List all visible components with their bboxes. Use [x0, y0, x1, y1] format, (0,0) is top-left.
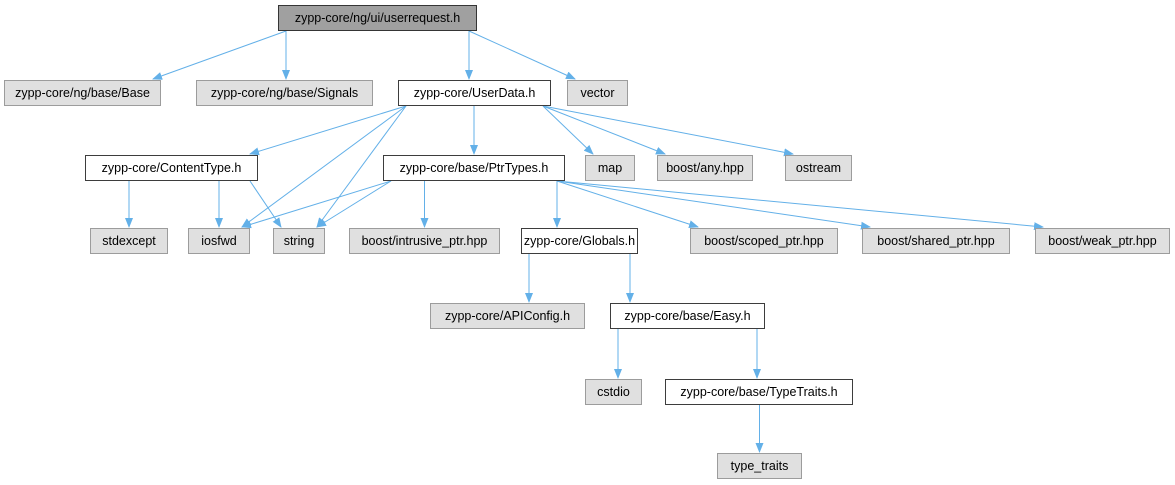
graph-node-ostream: ostream — [785, 155, 852, 181]
edge-userrequest-to-vector — [468, 30, 576, 80]
graph-node-apiconfig: zypp-core/APIConfig.h — [430, 303, 585, 329]
graph-node-boost-intrusive: boost/intrusive_ptr.hpp — [349, 228, 500, 254]
edge-ptrtypes-to-boost-weak — [556, 180, 1044, 231]
edge-contenttype-to-string — [249, 180, 282, 228]
edge-ptrtypes-to-iosfwd — [241, 180, 392, 229]
graph-node-string: string — [273, 228, 325, 254]
edge-userrequest-to-ng-base — [152, 30, 287, 80]
edge-ptrtypes-to-string — [316, 180, 392, 228]
edge-userdata-to-iosfwd — [241, 105, 407, 228]
graph-node-typetraits[interactable]: zypp-core/base/TypeTraits.h — [665, 379, 853, 405]
graph-node-cstdio: cstdio — [585, 379, 642, 405]
edge-userdata-to-boost-any — [542, 105, 666, 155]
graph-node-userdata[interactable]: zypp-core/UserData.h — [398, 80, 551, 106]
graph-node-globals[interactable]: zypp-core/Globals.h — [521, 228, 638, 254]
edge-userdata-to-contenttype — [249, 105, 407, 156]
graph-node-easy[interactable]: zypp-core/base/Easy.h — [610, 303, 765, 329]
graph-node-stdexcept: stdexcept — [90, 228, 168, 254]
graph-node-boost-weak: boost/weak_ptr.hpp — [1035, 228, 1170, 254]
graph-node-boost-shared: boost/shared_ptr.hpp — [862, 228, 1010, 254]
graph-node-ptrtypes[interactable]: zypp-core/base/PtrTypes.h — [383, 155, 565, 181]
graph-node-boost-any: boost/any.hpp — [657, 155, 753, 181]
graph-node-type-traits: type_traits — [717, 453, 802, 479]
graph-node-iosfwd: iosfwd — [188, 228, 250, 254]
graph-node-ng-base: zypp-core/ng/base/Base — [4, 80, 161, 106]
edge-ptrtypes-to-boost-scoped — [556, 180, 699, 229]
edge-userdata-to-map — [542, 105, 594, 155]
edge-userdata-to-ostream — [542, 105, 794, 157]
graph-node-ng-signals: zypp-core/ng/base/Signals — [196, 80, 373, 106]
graph-node-boost-scoped: boost/scoped_ptr.hpp — [690, 228, 838, 254]
graph-node-contenttype[interactable]: zypp-core/ContentType.h — [85, 155, 258, 181]
edge-ptrtypes-to-boost-shared — [556, 180, 871, 230]
graph-node-map: map — [585, 155, 635, 181]
graph-node-vector: vector — [567, 80, 628, 106]
graph-node-userrequest: zypp-core/ng/ui/userrequest.h — [278, 5, 477, 31]
